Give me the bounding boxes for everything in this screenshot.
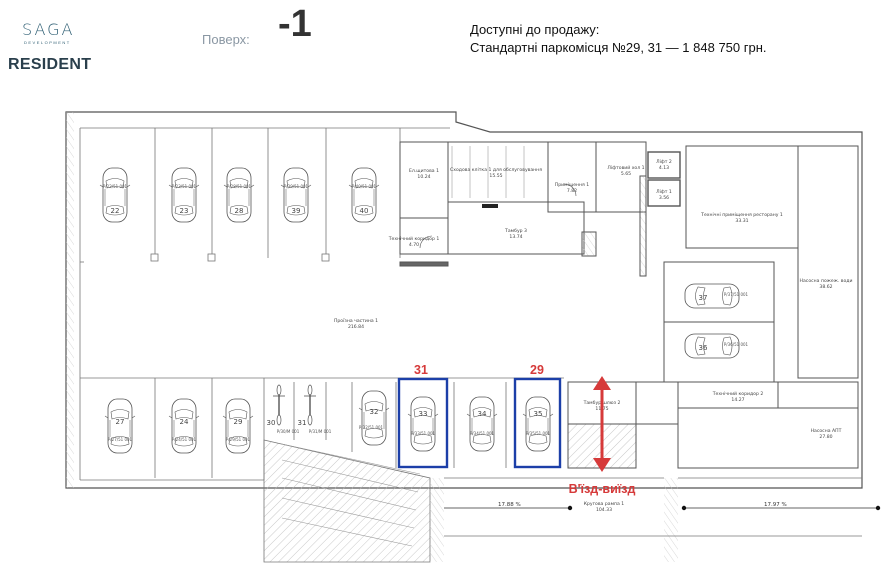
spot-number: 37 bbox=[699, 294, 708, 302]
header: SAGA DEVELOPMENT RESIDENT Поверх: -1 Дос… bbox=[0, 0, 891, 100]
entrance-arrow-icon bbox=[593, 376, 611, 472]
ramp bbox=[263, 439, 862, 563]
spot-31-label: 31 bbox=[414, 363, 428, 377]
spot-number: 28 bbox=[235, 207, 244, 215]
spot-number: 34 bbox=[478, 410, 487, 418]
room-name: Технічний коридор 2 bbox=[712, 390, 764, 397]
service-core bbox=[399, 141, 859, 383]
highlighted-spots: 31 29 bbox=[397, 363, 562, 469]
dimension-lines: 17.88 % 17.97 % bbox=[444, 502, 881, 511]
room-name: Ліфтовий хол 1 bbox=[607, 164, 644, 171]
dimension-left: 17.88 % bbox=[498, 502, 521, 508]
room-name: Тамбур 3 bbox=[504, 228, 527, 234]
spot-tag: P/24/51 001 bbox=[172, 437, 197, 442]
project-name: RESIDENT bbox=[8, 56, 92, 73]
car-icon bbox=[466, 396, 498, 452]
room-name: Насосна АПТ bbox=[811, 428, 842, 434]
logo-subtext: DEVELOPMENT bbox=[24, 40, 71, 45]
room-area: 13.74 bbox=[509, 234, 522, 240]
room-name: Сходова клітка 1 для обслуговування bbox=[450, 167, 542, 173]
room-name: Технічні приміщення ресторану 1 bbox=[700, 212, 783, 218]
spot-number: 33 bbox=[419, 410, 428, 418]
car-icon bbox=[222, 398, 254, 454]
room-area: 27.80 bbox=[819, 434, 832, 440]
spot-number: 23 bbox=[180, 207, 189, 215]
room-area: 5.65 bbox=[621, 171, 631, 177]
room-area: 10.24 bbox=[417, 174, 430, 180]
parking-labels: P/22/51 001 22 P/23/51 001 23 P/28/51 00… bbox=[103, 184, 749, 442]
room-area: 14.27 bbox=[731, 397, 744, 403]
room-area: 7.82 bbox=[567, 188, 577, 194]
room-area: 104.33 bbox=[596, 507, 612, 513]
room-area: 15.55 bbox=[489, 173, 502, 179]
spot-number: 31 bbox=[298, 419, 307, 427]
floor-label: Поверх: bbox=[202, 32, 250, 47]
room-labels: Ел.щитова 1 10.24 Сходова клітка 1 для о… bbox=[334, 159, 853, 513]
floor-number: -1 bbox=[278, 3, 312, 45]
spot-tag: P/22/51 001 bbox=[103, 184, 128, 189]
room-area: 216.84 bbox=[348, 324, 364, 330]
room-name: Насосна пожеж. води bbox=[800, 278, 853, 284]
spot-number: 27 bbox=[116, 418, 125, 426]
spot-29-frame[interactable] bbox=[513, 377, 562, 469]
availability-description: Стандартні паркомісця №29, 31 — 1 848 75… bbox=[470, 40, 767, 55]
spot-tag: P/32/51 001 bbox=[359, 425, 384, 430]
car-icon bbox=[168, 398, 200, 454]
building-outline bbox=[65, 111, 863, 489]
car-icon bbox=[358, 390, 390, 446]
room-area: 3.56 bbox=[659, 195, 669, 201]
spot-tag: P/30/М 001 bbox=[277, 429, 300, 434]
spot-31-frame[interactable] bbox=[397, 377, 449, 469]
room-name: Ел.щитова 1 bbox=[409, 168, 439, 174]
room-name: Приміщення 1 bbox=[555, 182, 589, 188]
spot-tag: P/28/51 001 bbox=[227, 184, 252, 189]
logo-text: SAGA bbox=[22, 20, 75, 39]
spot-tag: P/39/51 001 bbox=[284, 184, 309, 189]
car-icon bbox=[407, 396, 439, 452]
spot-tag: P/36/51 001 bbox=[724, 342, 749, 347]
spot-tag: P/37/51 001 bbox=[724, 292, 749, 297]
entrance-label: В'їзд-виїзд bbox=[569, 482, 636, 496]
room-name: Проїзна частина 1 bbox=[334, 318, 378, 324]
availability-title: Доступні до продажу: bbox=[470, 22, 600, 37]
spot-tag: P/27/51 001 bbox=[108, 437, 133, 442]
spot-number: 40 bbox=[360, 207, 369, 215]
spot-tag: P/40/51 001 bbox=[352, 184, 377, 189]
spot-tag: P/31/М 001 bbox=[309, 429, 332, 434]
room-name: Ліфт 1 bbox=[656, 189, 672, 195]
spot-number: 29 bbox=[234, 418, 243, 426]
spot-tag: P/23/51 001 bbox=[172, 184, 197, 189]
spot-number: 36 bbox=[699, 344, 708, 352]
room-name: Технічний коридор 1 bbox=[388, 235, 440, 242]
spot-number: 39 bbox=[292, 207, 301, 215]
spot-number: 22 bbox=[111, 207, 120, 215]
spot-tag: P/35/51 001 bbox=[526, 431, 551, 436]
spot-tag: P/34/51 001 bbox=[470, 431, 495, 436]
spot-29-label: 29 bbox=[530, 363, 544, 377]
room-area: 4.70 bbox=[409, 242, 419, 248]
room-area: 4.13 bbox=[659, 165, 669, 171]
room-area: 33.31 bbox=[735, 218, 748, 224]
spot-tag: P/33/51 001 bbox=[411, 431, 436, 436]
dimension-right: 17.97 % bbox=[764, 502, 787, 508]
floor-plan: 17.88 % 17.97 % P/22/51 001 22 P/23/51 0… bbox=[65, 111, 881, 563]
spot-number: 32 bbox=[370, 408, 379, 416]
spot-number: 24 bbox=[180, 418, 189, 426]
room-name: Ліфт 2 bbox=[656, 159, 672, 165]
car-icon bbox=[522, 396, 554, 452]
room-area: 38.62 bbox=[819, 284, 832, 290]
room-name: Кругова рампа 1 bbox=[584, 501, 625, 507]
spot-tag: P/29/51 001 bbox=[226, 437, 251, 442]
spot-number: 35 bbox=[534, 410, 543, 418]
saga-logo[interactable]: SAGA DEVELOPMENT bbox=[22, 20, 92, 45]
spot-number: 30 bbox=[267, 419, 276, 427]
car-icon bbox=[104, 398, 136, 454]
